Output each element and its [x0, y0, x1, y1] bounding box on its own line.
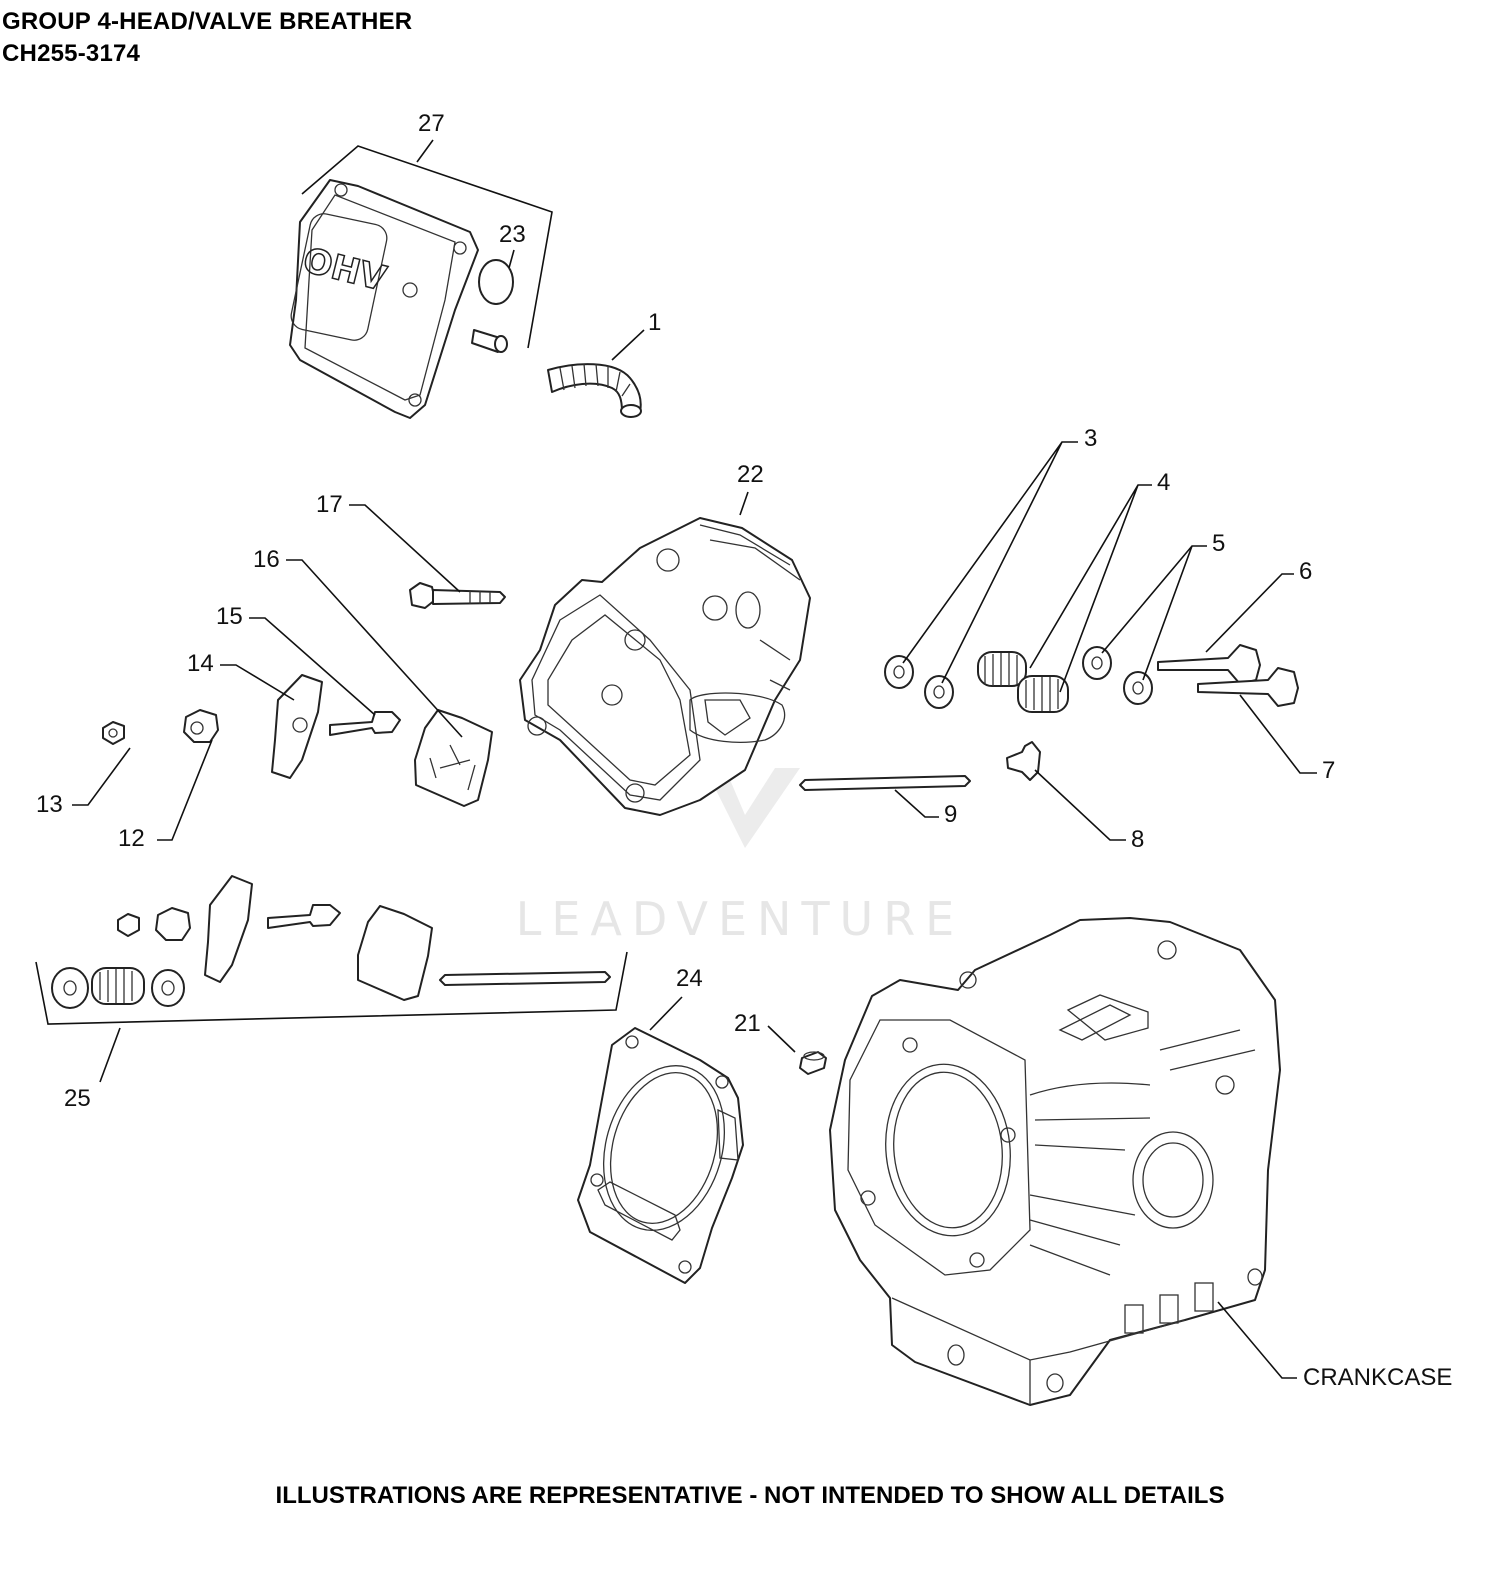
valve-retainer-3b [924, 675, 954, 709]
callout-16: 16 [253, 546, 280, 573]
head-bolt-part [409, 582, 506, 609]
callout-13: 13 [36, 791, 63, 818]
valve-kit-parts [51, 875, 611, 1009]
intake-valve-7 [1197, 667, 1299, 707]
valve-train-parts [799, 644, 1299, 791]
disclaimer-footer: ILLUSTRATIONS ARE REPRESENTATIVE - NOT I… [275, 1482, 1225, 1509]
guide-plate-16 [414, 709, 493, 807]
callout-5: 5 [1212, 530, 1225, 557]
breather-plug-part [471, 259, 514, 353]
rocker-parts [102, 674, 493, 807]
push-rod-9 [799, 775, 971, 791]
tappet-8 [1006, 741, 1041, 781]
callout-17: 17 [316, 491, 343, 518]
watermark-text: LEADVENTURE [516, 892, 965, 946]
callout-labels: 27 23 1 3 4 5 6 7 8 9 22 17 16 15 14 13 … [36, 110, 1452, 1391]
valve-retainer-3a [884, 655, 914, 689]
model-number: CH255-3174 [2, 40, 141, 67]
crankcase-part [829, 917, 1281, 1406]
valve-seal-5a [1082, 646, 1112, 680]
diagram-title: GROUP 4-HEAD/VALVE BREATHER [2, 8, 413, 35]
dowel-pin-part [799, 1051, 827, 1075]
exhaust-valve-6 [1157, 644, 1261, 685]
cylinder-head-part [519, 517, 811, 816]
callout-15: 15 [216, 603, 243, 630]
callout-27: 27 [418, 110, 445, 137]
valve-spring-4a [977, 651, 1027, 687]
callout-23: 23 [499, 221, 526, 248]
callout-7: 7 [1322, 757, 1335, 784]
valve-spring-4b [1017, 675, 1069, 713]
callout-22: 22 [737, 461, 764, 488]
valve-cover-part: OHV [289, 179, 479, 419]
callout-1: 1 [648, 309, 661, 336]
breather-disc-23 [478, 259, 514, 305]
group-bracket-27 [301, 145, 553, 349]
callout-9: 9 [944, 801, 957, 828]
breather-hose-part [547, 363, 642, 418]
callout-21: 21 [734, 1010, 761, 1037]
callout-14: 14 [187, 650, 214, 677]
callout-8: 8 [1131, 826, 1144, 853]
watermark: LEADVENTURE [516, 768, 965, 946]
nut-13 [102, 721, 125, 745]
callout-4: 4 [1157, 469, 1170, 496]
callout-24: 24 [676, 965, 703, 992]
head-gasket-part [577, 1027, 744, 1284]
watermark-logo-icon [705, 768, 800, 848]
callout-25: 25 [64, 1085, 91, 1112]
valve-seal-5b [1123, 671, 1153, 705]
callout-3: 3 [1084, 425, 1097, 452]
callout-12: 12 [118, 825, 145, 852]
callout-6: 6 [1299, 558, 1312, 585]
adjuster-12 [183, 709, 219, 743]
rocker-stud-15 [329, 711, 401, 736]
rocker-arm-14 [271, 674, 323, 779]
callout-crankcase: CRANKCASE [1303, 1364, 1452, 1391]
leader-lines [72, 139, 1317, 1379]
group-bracket-25 [35, 951, 628, 1025]
